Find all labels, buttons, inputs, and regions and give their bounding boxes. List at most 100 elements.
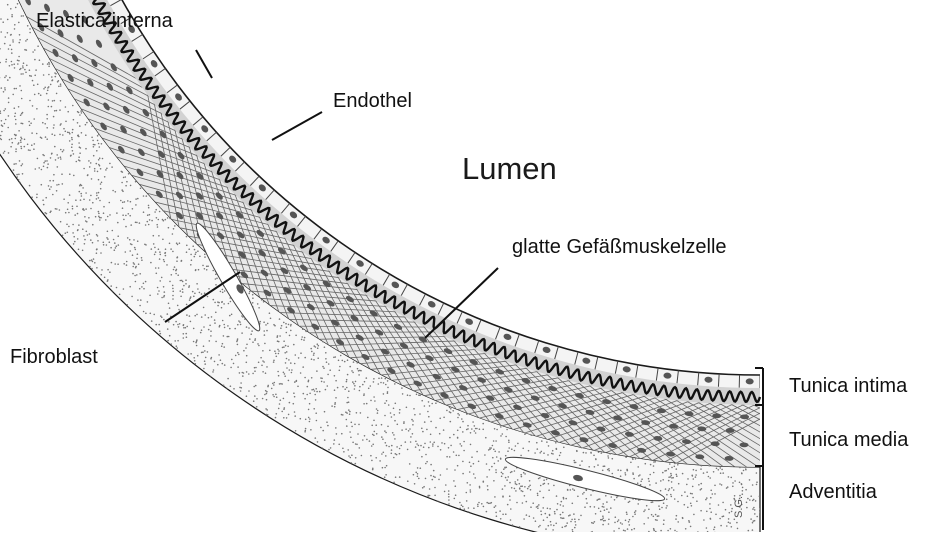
stipple-dot [189, 298, 191, 300]
stipple-dot [653, 530, 655, 532]
stipple-dot [358, 370, 360, 372]
stipple-dot [190, 353, 192, 355]
stipple-dot [691, 475, 693, 477]
stipple-dot [696, 500, 698, 502]
stipple-dot [277, 335, 279, 337]
stipple-dot [58, 184, 60, 186]
stipple-dot [359, 447, 361, 449]
stipple-dot [311, 389, 313, 391]
stipple-dot [125, 226, 127, 228]
stipple-dot [674, 498, 676, 500]
stipple-dot [314, 390, 316, 392]
stipple-dot [56, 190, 58, 192]
stipple-dot [415, 441, 417, 443]
stipple-dot [172, 288, 174, 290]
stipple-dot [220, 291, 222, 293]
stipple-dot [391, 445, 393, 447]
stipple-dot [263, 361, 265, 363]
stipple-dot [11, 64, 13, 66]
stipple-dot [317, 441, 319, 443]
stipple-dot [170, 248, 172, 250]
stipple-dot [221, 301, 223, 303]
stipple-dot [96, 192, 98, 194]
stipple-dot [354, 424, 356, 426]
stipple-dot [499, 510, 501, 512]
stipple-dot [438, 479, 440, 481]
stipple-dot [709, 477, 711, 479]
stipple-dot [756, 472, 758, 474]
stipple-dot [48, 66, 50, 68]
stipple-dot [300, 418, 302, 420]
stipple-dot [190, 321, 192, 323]
stipple-dot [515, 445, 517, 447]
stipple-dot [208, 317, 210, 319]
stipple-dot [393, 414, 395, 416]
stipple-dot [116, 245, 118, 247]
stipple-dot [68, 212, 70, 214]
stipple-dot [457, 417, 459, 419]
stipple-dot [48, 185, 50, 187]
stipple-dot [333, 357, 335, 359]
stipple-dot [586, 490, 588, 492]
stipple-dot [186, 314, 188, 316]
stipple-dot [136, 258, 138, 260]
stipple-dot [127, 200, 129, 202]
stipple-dot [637, 503, 639, 505]
stipple-dot [671, 496, 673, 498]
stipple-dot [43, 166, 45, 168]
stipple-dot [446, 456, 448, 458]
stipple-dot [205, 357, 207, 359]
stipple-dot [718, 469, 720, 471]
stipple-dot [562, 512, 564, 514]
stipple-dot [461, 418, 463, 420]
stipple-dot [297, 386, 299, 388]
stipple-dot [594, 506, 596, 508]
stipple-dot [352, 372, 354, 374]
stipple-dot [317, 357, 319, 359]
stipple-dot [7, 32, 9, 34]
stipple-dot [384, 402, 386, 404]
stipple-dot [36, 108, 38, 110]
stipple-dot [728, 518, 730, 520]
stipple-dot [252, 373, 254, 375]
stipple-dot [655, 482, 657, 484]
vessel-wall-layers [0, 0, 760, 532]
stipple-dot [194, 360, 196, 362]
stipple-dot [109, 163, 111, 165]
stipple-dot [82, 228, 84, 230]
stipple-dot [51, 106, 53, 108]
stipple-dot [590, 452, 592, 454]
stipple-dot [394, 383, 396, 385]
stipple-dot [445, 484, 447, 486]
stipple-dot [324, 439, 326, 441]
stipple-dot [20, 73, 22, 75]
stipple-dot [632, 473, 634, 475]
stipple-dot [505, 477, 507, 479]
stipple-dot [78, 156, 80, 158]
stipple-dot [385, 432, 387, 434]
stipple-dot [350, 437, 352, 439]
stipple-dot [311, 351, 313, 353]
stipple-dot [85, 124, 87, 126]
stipple-dot [620, 475, 622, 477]
stipple-dot [520, 455, 522, 457]
stipple-dot [602, 506, 604, 508]
stipple-dot [524, 495, 526, 497]
stipple-dot [669, 488, 671, 490]
stipple-dot [192, 245, 194, 247]
stipple-dot [586, 498, 588, 500]
stipple-dot [706, 511, 708, 513]
stipple-dot [117, 235, 119, 237]
stipple-dot [387, 380, 389, 382]
stipple-dot [386, 400, 388, 402]
stipple-dot [286, 326, 288, 328]
stipple-dot [452, 410, 454, 412]
stipple-dot [192, 291, 194, 293]
stipple-dot [269, 312, 271, 314]
stipple-dot [305, 428, 307, 430]
stipple-dot [419, 449, 421, 451]
stipple-dot [196, 345, 198, 347]
stipple-dot [439, 433, 441, 435]
stipple-dot [321, 378, 323, 380]
stipple-dot [145, 313, 147, 315]
